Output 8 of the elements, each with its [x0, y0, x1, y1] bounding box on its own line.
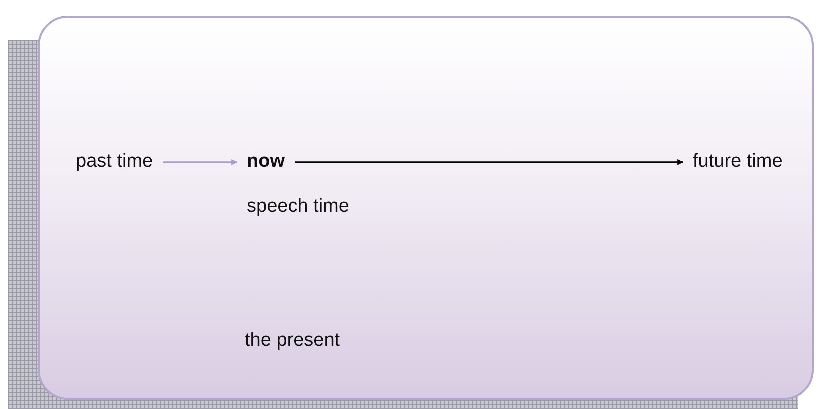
arrow [295, 159, 684, 166]
panel-box [38, 16, 814, 400]
node-label: future time [693, 151, 783, 174]
caption-text: the present [245, 330, 340, 353]
node-label: past time [76, 151, 154, 174]
caption-text: speech time [247, 196, 350, 219]
arrow [163, 159, 238, 166]
node-label: now [247, 151, 285, 174]
